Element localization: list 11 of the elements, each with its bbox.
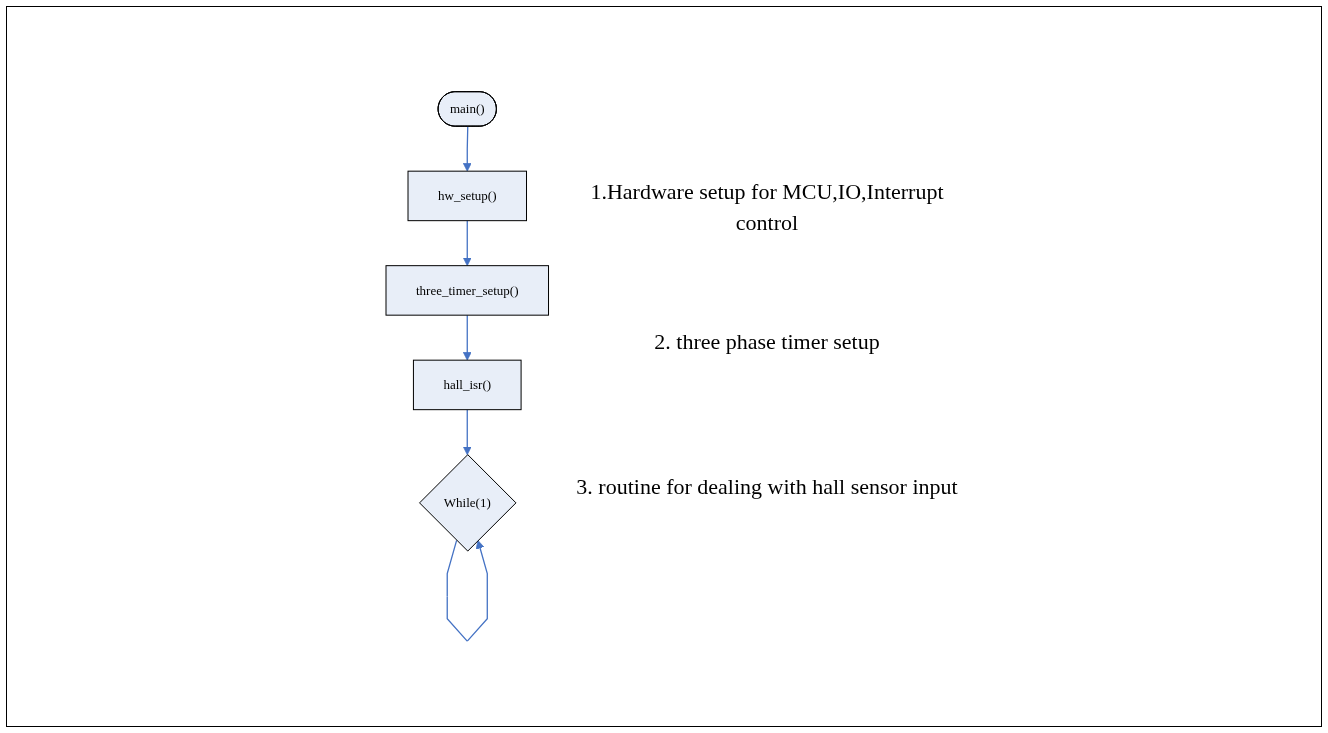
arrow — [462, 409, 472, 456]
node-diamond: While(1) — [418, 454, 517, 552]
node-box: three_timer_setup() — [385, 265, 549, 316]
arrow — [462, 220, 472, 267]
node-box: hall_isr() — [412, 359, 522, 411]
node-box: hw_setup() — [407, 170, 527, 222]
annotation-text: 3. routine for dealing with hall sensor input — [575, 473, 959, 501]
annotation-text: 2. three phase timer setup — [653, 328, 881, 356]
arrow — [462, 126, 472, 172]
annotation-text: 1.Hardware setup for MCU,IO,Interrupt control — [589, 178, 945, 237]
arrow — [462, 314, 472, 361]
